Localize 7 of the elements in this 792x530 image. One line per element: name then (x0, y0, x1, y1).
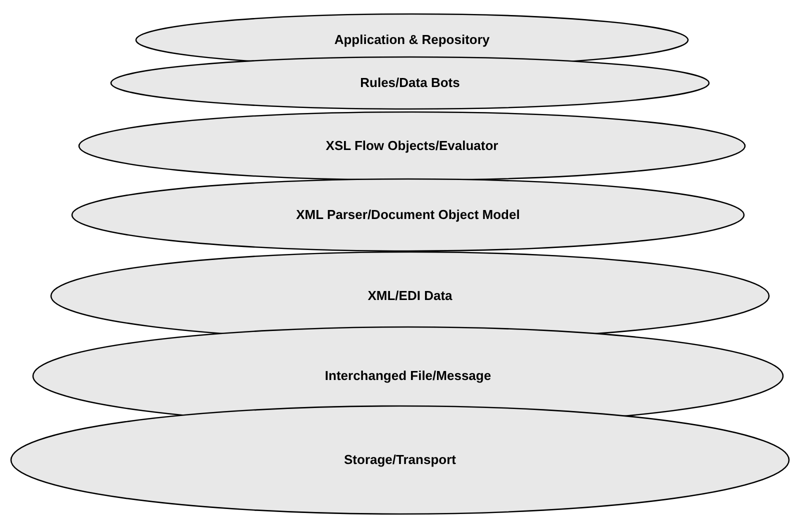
layer-label: XML/EDI Data (366, 288, 454, 303)
layer-label: Storage/Transport (343, 452, 457, 467)
layer-label: Rules/Data Bots (359, 75, 461, 90)
layer-label: XML Parser/Document Object Model (295, 207, 521, 222)
layer-label: Interchanged File/Message (324, 368, 492, 383)
layer-label: XSL Flow Objects/Evaluator (324, 138, 500, 153)
layer-label: Application & Repository (333, 32, 491, 47)
